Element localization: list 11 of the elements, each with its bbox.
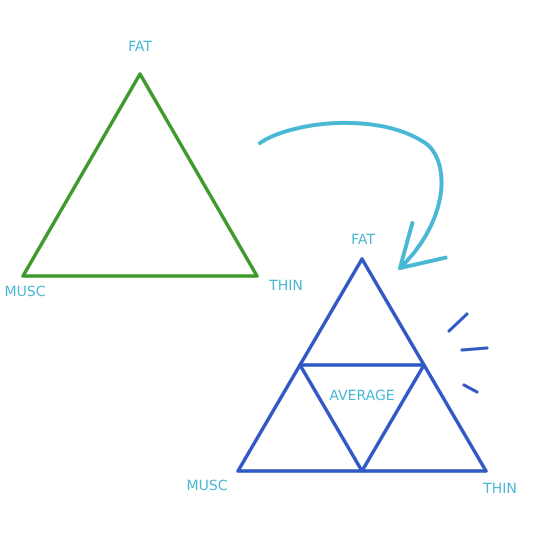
vertex-label: FAT bbox=[351, 233, 375, 247]
vertex-label: MUSC bbox=[186, 479, 228, 493]
region-label: AVERAGE bbox=[329, 389, 395, 403]
vertex-label: FAT bbox=[128, 40, 152, 54]
vertex-label: THIN bbox=[269, 279, 303, 293]
vertex-label: THIN bbox=[483, 482, 517, 496]
triangle-diagram bbox=[21, 72, 259, 278]
vertex-label: MUSC bbox=[4, 285, 46, 299]
inverted-triangle bbox=[298, 363, 426, 473]
subdivided-triangle bbox=[236, 257, 488, 473]
curved-arrow bbox=[258, 120, 447, 270]
